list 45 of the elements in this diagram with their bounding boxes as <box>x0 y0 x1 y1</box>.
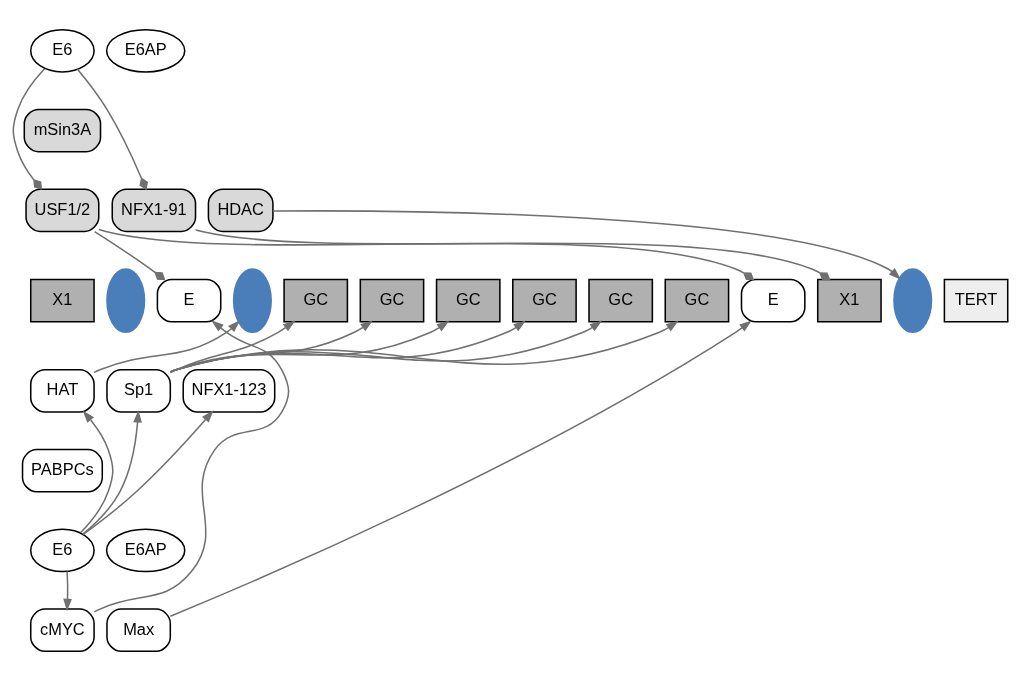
connector <box>194 228 831 281</box>
node-box: NFX1-123 <box>182 369 276 413</box>
arrow <box>272 210 901 280</box>
arrow <box>80 410 114 534</box>
node-box: X1 <box>816 278 882 323</box>
connector <box>76 68 149 191</box>
node-box: GC <box>588 278 654 323</box>
node-box: NFX1-91 <box>111 188 197 233</box>
node-ellipse <box>893 268 933 334</box>
node-box: GC <box>435 278 501 323</box>
node-box: PABPCs <box>21 448 104 493</box>
node-box: GC <box>512 278 577 323</box>
node-box: Sp1 <box>106 369 172 413</box>
node-box: GC <box>359 278 425 323</box>
node-box: E <box>740 278 806 323</box>
node-ellipse: E6AP <box>105 528 186 573</box>
node-box: X1 <box>29 278 95 323</box>
node-box: GC <box>664 278 730 323</box>
node-box: GC <box>283 278 349 323</box>
node-box: Max <box>106 608 172 653</box>
connector <box>93 230 166 281</box>
arrow <box>169 320 752 617</box>
arrow <box>93 320 290 613</box>
arrow <box>82 410 142 535</box>
node-box: HAT <box>29 369 95 413</box>
node-box: E <box>156 278 222 323</box>
node-ellipse <box>106 268 146 334</box>
arrow <box>169 320 373 373</box>
node-ellipse: E6AP <box>105 28 186 73</box>
node-box: cMYC <box>29 608 95 653</box>
node-box: USF1/2 <box>25 188 100 233</box>
connector <box>12 68 46 190</box>
connector <box>98 228 755 281</box>
arrow <box>169 320 526 373</box>
node-box: HDAC <box>207 188 274 233</box>
arrow <box>82 410 214 536</box>
node-box: TERT <box>943 278 1009 323</box>
arrow <box>93 320 240 374</box>
node-ellipse: E6 <box>29 28 95 73</box>
arrow <box>169 320 450 373</box>
arrow <box>63 570 72 612</box>
node-ellipse: E6 <box>29 528 95 573</box>
node-box: mSin3A <box>23 108 102 153</box>
node-ellipse <box>232 268 272 334</box>
arrow <box>169 320 296 374</box>
